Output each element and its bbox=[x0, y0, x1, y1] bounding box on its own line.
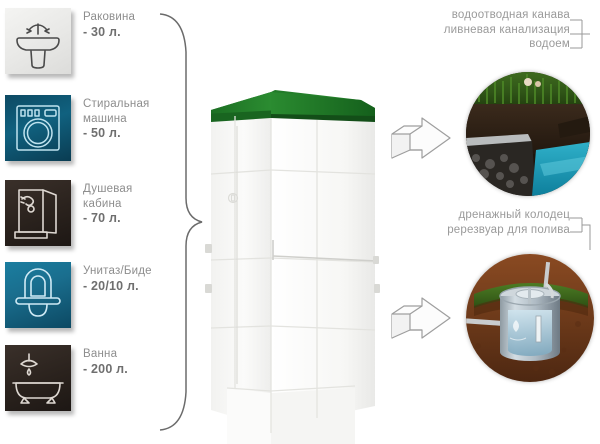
drainage-ditch-photo bbox=[466, 72, 590, 196]
grouping-brace bbox=[159, 13, 203, 431]
fixture-label: Душевая кабина bbox=[83, 183, 133, 210]
output-label-drainage-well: дренажный колодец ререзвуар для полива bbox=[447, 209, 570, 236]
fixture-amount: - 20/10 л. bbox=[83, 279, 139, 293]
toilet-bidet-icon-tile bbox=[5, 262, 71, 328]
shower-cabin-icon bbox=[14, 189, 57, 239]
fixture-row-sink: Раковина - 30 л. bbox=[5, 8, 170, 82]
fixture-amount: - 200 л. bbox=[83, 362, 128, 376]
bathtub-icon bbox=[12, 353, 64, 404]
fixture-amount: - 70 л. bbox=[83, 211, 121, 225]
leader-line-top bbox=[570, 19, 590, 49]
washing-machine-icon-tile bbox=[5, 95, 71, 161]
fixture-label: Унитаз/Биде bbox=[83, 265, 152, 277]
fixture-row-toilet-bidet: Унитаз/Биде - 20/10 л. bbox=[5, 262, 170, 336]
shower-cabin-icon-tile bbox=[5, 180, 71, 246]
fixture-amount: - 50 л. bbox=[83, 126, 121, 140]
bathtub-icon-tile bbox=[5, 345, 71, 411]
fixture-label: Стиральная машина bbox=[83, 98, 150, 125]
fixture-amount: - 30 л. bbox=[83, 25, 121, 39]
fixture-label: Раковина bbox=[83, 11, 136, 23]
sink-icon-tile bbox=[5, 8, 71, 74]
sink-icon bbox=[16, 23, 60, 69]
output-label-drainage-ditch: водоотводная канава ливневая канализация… bbox=[443, 9, 570, 50]
leader-line-bottom bbox=[570, 217, 591, 250]
drainage-well-photo bbox=[466, 254, 594, 382]
fixture-row-bathtub: Ванна - 200 л. bbox=[5, 345, 170, 419]
toilet-bidet-icon bbox=[15, 268, 61, 317]
fixture-row-washing-machine: Стиральная машина - 50 л. bbox=[5, 95, 170, 169]
right-arrow-top bbox=[391, 117, 451, 159]
fixture-label: Ванна bbox=[83, 348, 118, 360]
washing-machine-icon bbox=[16, 105, 60, 151]
fixture-row-shower-cabin: Душевая кабина - 70 л. bbox=[5, 180, 170, 254]
septic-treatment-unit bbox=[205, 90, 380, 444]
right-arrow-bottom bbox=[391, 297, 451, 339]
